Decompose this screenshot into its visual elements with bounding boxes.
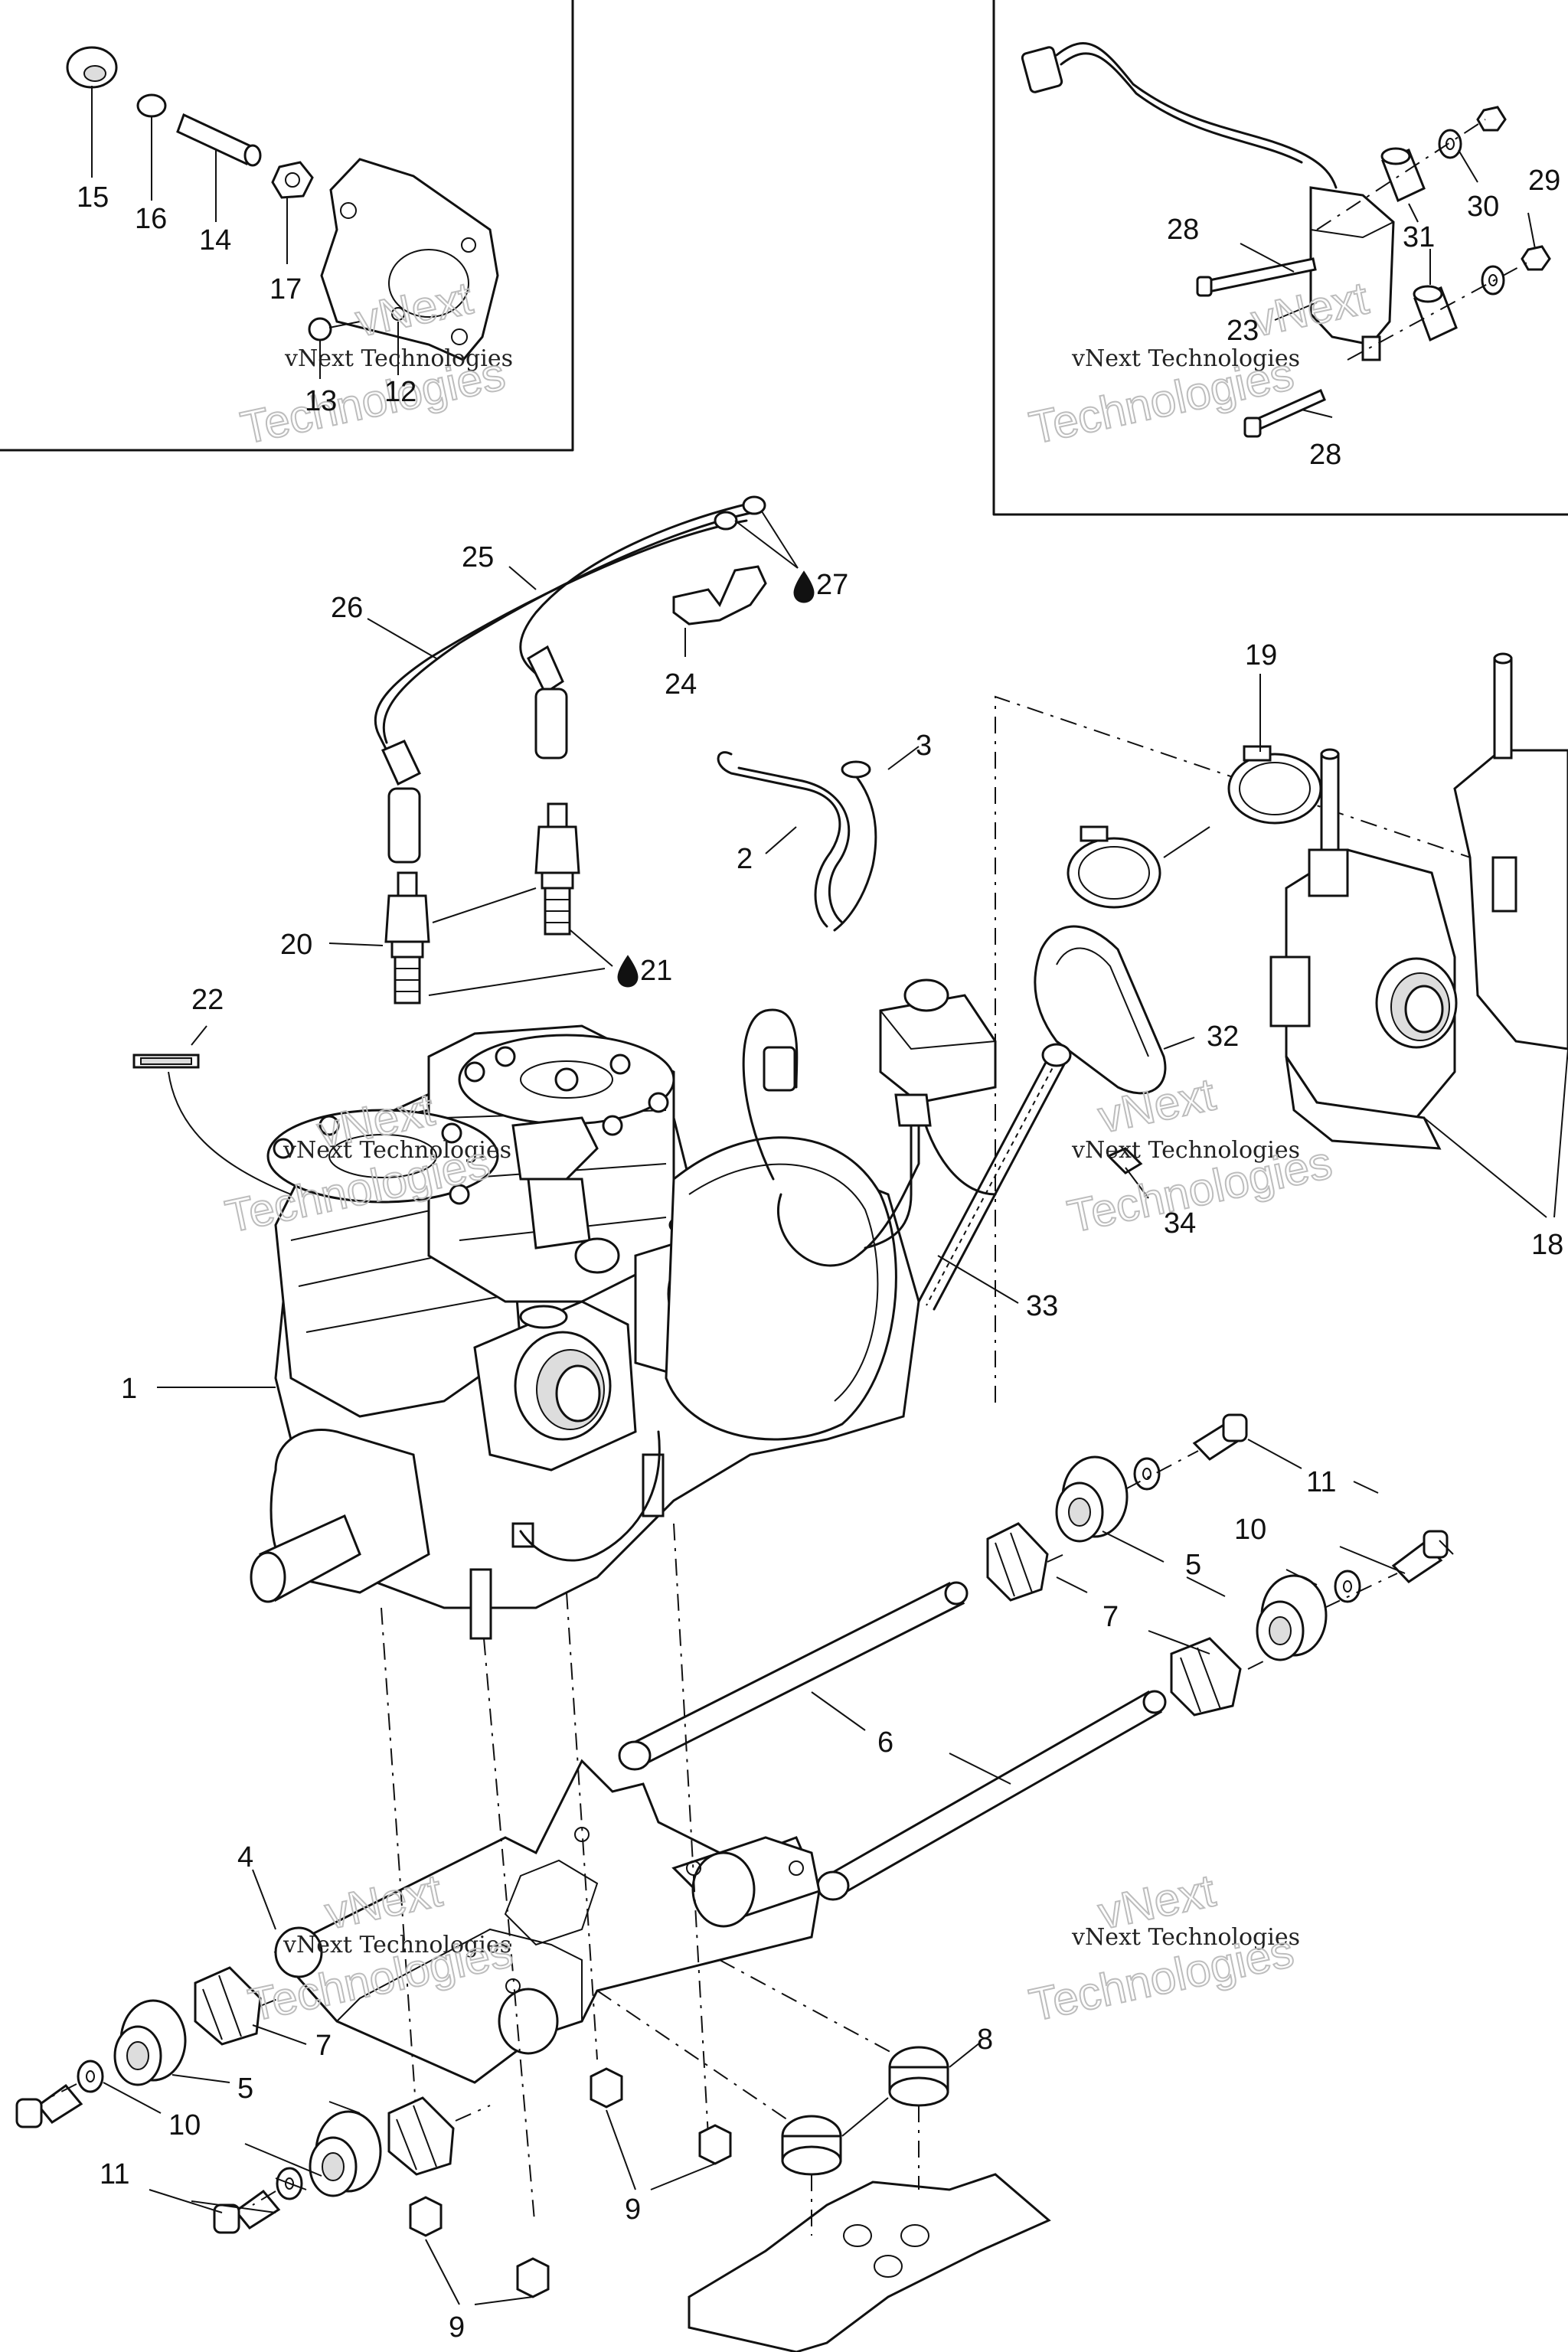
- svg-text:vNext Technologies: vNext Technologies: [1071, 1924, 1300, 1951]
- callout-2: 2: [737, 843, 753, 875]
- callout-18: 18: [1531, 1229, 1563, 1261]
- callout-12: 12: [384, 376, 416, 408]
- part-25-26-spark-wires: [367, 495, 799, 864]
- callout-32: 32: [1207, 1021, 1239, 1053]
- callout-9-bottom: 9: [449, 2311, 465, 2344]
- part-14-shape: [176, 113, 254, 166]
- callout-1: 1: [121, 1373, 137, 1405]
- part-2-3-hoses: [717, 746, 920, 932]
- drop-icon: [617, 955, 639, 988]
- callout-5-right: 5: [1185, 1549, 1201, 1581]
- callout-11-right: 11: [1306, 1466, 1336, 1498]
- svg-text:vNext Technologies: vNext Technologies: [1071, 1137, 1300, 1164]
- svg-text:vNext Technologies: vNext Technologies: [284, 345, 513, 372]
- alignment-lines: [381, 1523, 920, 2221]
- callout-27: 27: [816, 569, 848, 601]
- callout-33: 33: [1026, 1290, 1058, 1322]
- callout-6: 6: [877, 1726, 893, 1759]
- callout-7-left: 7: [315, 2030, 332, 2062]
- callout-labels: 15 16 14 17 13 12 28 23 31 30 29 28 25 2…: [77, 165, 1563, 2344]
- callout-11-left: 11: [100, 2158, 129, 2190]
- callout-8: 8: [977, 2024, 993, 2056]
- watermark-inset-right: vNext vNext Technologies Technologies: [1024, 271, 1374, 454]
- part-8-bumpers-crossmember: [688, 2042, 1051, 2352]
- callout-23: 23: [1227, 315, 1259, 347]
- part-22-decal: [132, 1025, 332, 1214]
- callout-10-left: 10: [168, 2109, 201, 2141]
- callout-14: 14: [199, 224, 231, 256]
- callout-16: 16: [135, 203, 167, 235]
- part-20-21-spark-plugs: [328, 802, 613, 1004]
- callout-15: 15: [77, 181, 109, 214]
- callout-28-top: 28: [1167, 214, 1199, 246]
- callout-4: 4: [237, 1841, 253, 1873]
- part-32-33-34-sensor: [864, 925, 1195, 1311]
- callout-9-center: 9: [625, 2194, 641, 2226]
- callout-22: 22: [191, 984, 224, 1016]
- part-4-bracket: [252, 1759, 821, 2084]
- right-mounts: [986, 1413, 1454, 1717]
- part-1-engine: [157, 1008, 997, 1640]
- callout-24: 24: [665, 668, 697, 701]
- callout-34: 34: [1164, 1207, 1196, 1240]
- drop-icon: [793, 570, 815, 603]
- part-9-nuts: [409, 2067, 732, 2305]
- callout-26: 26: [331, 592, 363, 624]
- callout-3: 3: [916, 730, 932, 762]
- callout-28-bottom: 28: [1309, 439, 1341, 471]
- inset-mounting-plate: [0, 0, 574, 452]
- svg-text:vNext Technologies: vNext Technologies: [1071, 345, 1300, 372]
- watermark-right-lower: vNext vNext Technologies Technologies: [1024, 1864, 1300, 2031]
- part-18-19-carburetors: [1067, 652, 1568, 1218]
- callout-19: 19: [1245, 639, 1277, 671]
- inset-ignition-coil: [992, 0, 1568, 516]
- callout-30: 30: [1467, 191, 1499, 223]
- callout-13: 13: [305, 385, 337, 417]
- svg-text:vNext Technologies: vNext Technologies: [283, 1137, 511, 1164]
- callout-29: 29: [1528, 165, 1560, 197]
- svg-text:vNext Technologies: vNext Technologies: [283, 1932, 511, 1958]
- callout-20: 20: [280, 929, 312, 961]
- callout-25: 25: [462, 541, 494, 573]
- callout-10-right: 10: [1234, 1514, 1266, 1546]
- callout-17: 17: [270, 273, 302, 305]
- part-23-coil-shape: [1309, 186, 1395, 346]
- callout-21: 21: [640, 955, 672, 987]
- callout-7-right: 7: [1102, 1601, 1119, 1633]
- part-7-upper-shape: [986, 1522, 1049, 1602]
- left-mounts: [15, 1966, 491, 2234]
- callout-5-left: 5: [237, 2073, 253, 2105]
- callout-31: 31: [1403, 221, 1435, 253]
